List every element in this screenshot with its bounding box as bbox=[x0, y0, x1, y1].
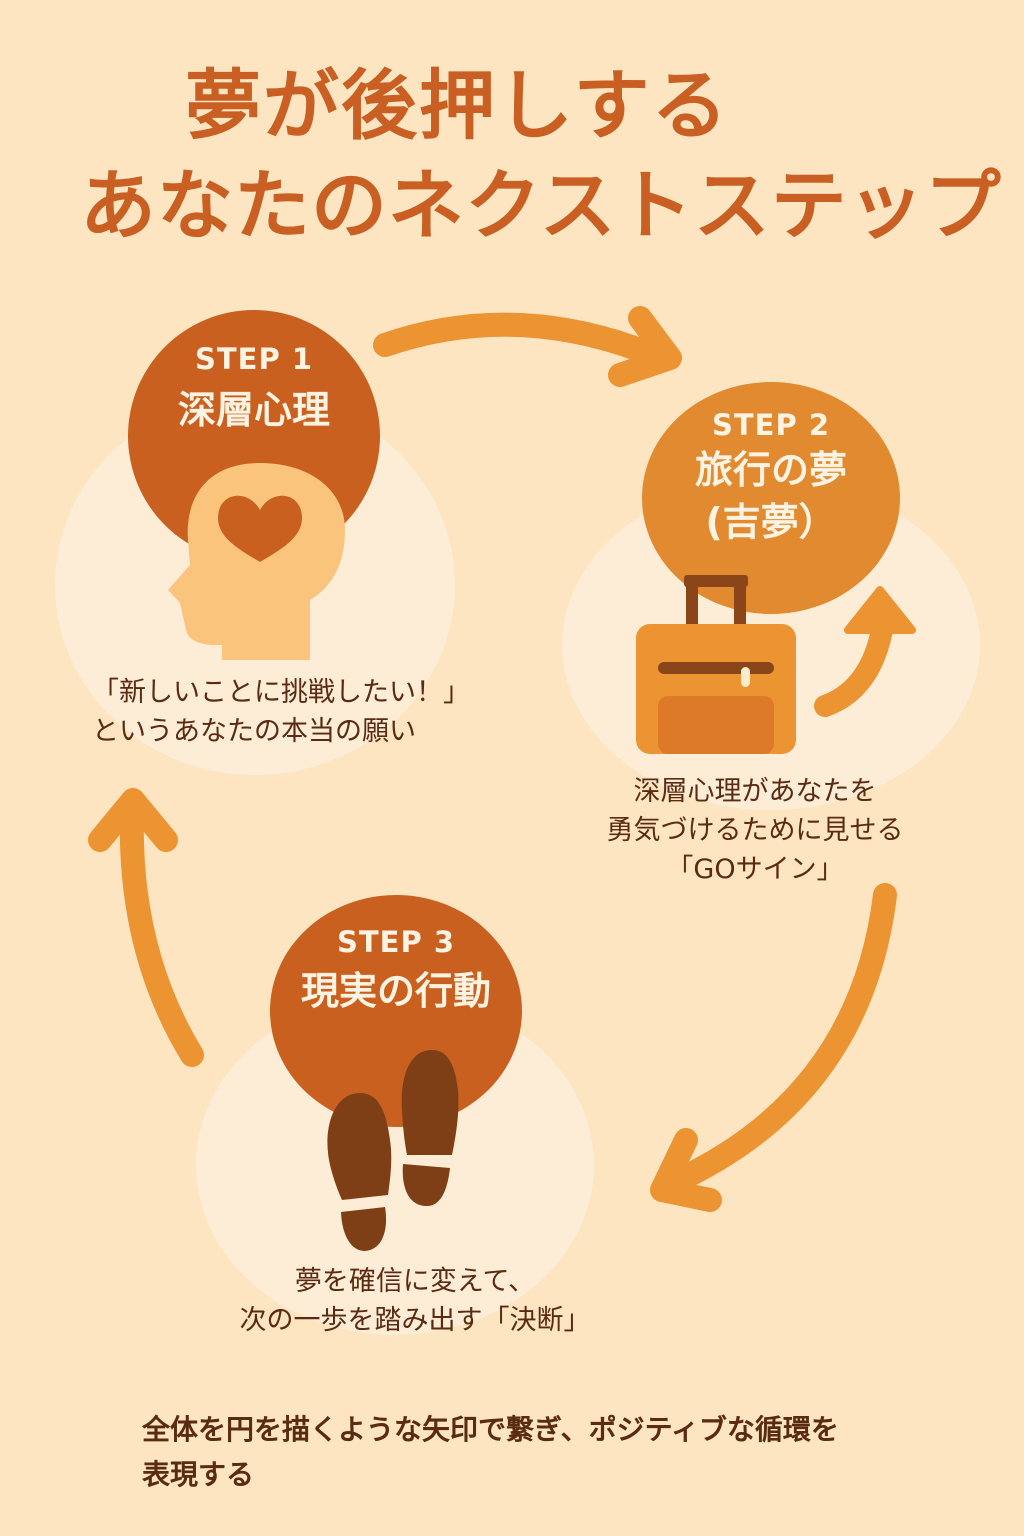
step-3-title: 現実の行動 bbox=[300, 969, 491, 1013]
small-up-arrow-head bbox=[844, 586, 916, 634]
step-3-caption-line-1: 夢を確信に変えて、 bbox=[294, 1266, 536, 1297]
step-1-caption-line-2: というあなたの本当の願い bbox=[92, 716, 416, 748]
arrow-step3-to-step1 bbox=[119, 800, 204, 1067]
suitcase-icon bbox=[636, 575, 796, 754]
arrow-step1-to-step2 bbox=[373, 312, 652, 362]
small-up-arrow-icon bbox=[814, 619, 893, 717]
step-2-title: 旅行の夢 bbox=[694, 448, 847, 492]
step-2-label: STEP 2 bbox=[711, 408, 830, 442]
step-3-badge: STEP 3 現実の行動 bbox=[270, 895, 522, 1127]
footprints-icon bbox=[327, 1050, 459, 1251]
arrow-step3-to-step1-head bbox=[88, 788, 178, 852]
footer-note-line-1: 全体を円を描くような矢印で繋ぎ、ポジティブな循環を bbox=[142, 1413, 839, 1446]
step-2-subtitle: (吉夢） bbox=[705, 499, 837, 544]
step-1-label: STEP 1 bbox=[194, 342, 313, 376]
step-1-title: 深層心理 bbox=[177, 388, 330, 432]
step-2-caption-line-2: 勇気づけるために見せる bbox=[606, 815, 904, 847]
step-3-label: STEP 3 bbox=[336, 925, 455, 959]
head-heart-icon bbox=[168, 463, 345, 660]
step-1-caption-line-1: 「新しいことに挑戦したい！」 bbox=[92, 677, 470, 708]
page-title-line-2: あなたのネクストステップ bbox=[80, 161, 1002, 250]
page-title-line-1: 夢が後押しする bbox=[185, 61, 730, 150]
arrow-step1-to-step2-head bbox=[608, 306, 682, 387]
footer-note-line-2: 表現する bbox=[142, 1457, 255, 1491]
arrow-step2-to-step3 bbox=[656, 883, 897, 1197]
step-3-caption: 夢を確信に変えて、 次の一歩を踏み出す「決断」 bbox=[195, 1262, 635, 1340]
step-2-caption: 深層心理があなたを 勇気づけるために見せる 「GOサイン」 bbox=[565, 772, 945, 889]
footer-note: 全体を円を描くような矢印で繋ぎ、ポジティブな循環を 表現する bbox=[142, 1408, 962, 1498]
arrow-step2-to-step3-head bbox=[650, 1128, 722, 1212]
step-2-badge: STEP 2 旅行の夢 (吉夢） bbox=[642, 382, 900, 614]
step-1-caption: 「新しいことに挑戦したい！」 というあなたの本当の願い bbox=[92, 673, 532, 751]
step-2-caption-line-3: 「GOサイン」 bbox=[666, 854, 844, 886]
step-2-caption-line-1: 深層心理があなたを bbox=[633, 776, 877, 807]
step-3-caption-line-2: 次の一歩を踏み出す「決断」 bbox=[239, 1305, 591, 1337]
